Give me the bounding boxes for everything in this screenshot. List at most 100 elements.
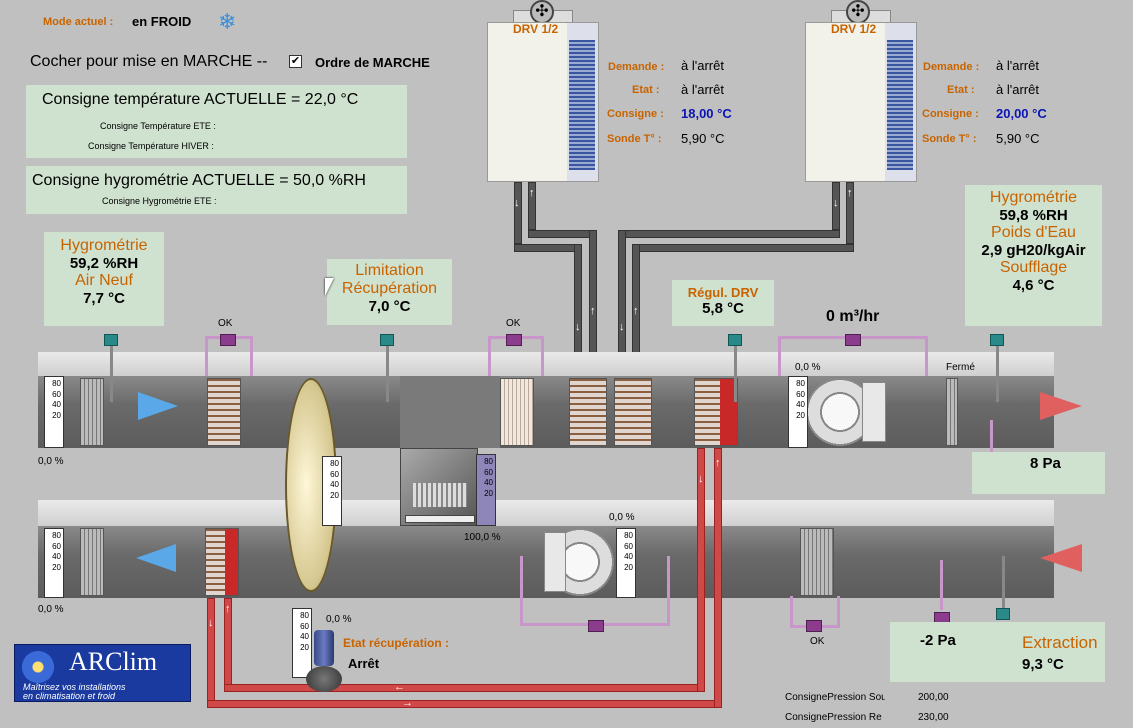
refrigerant-pipe xyxy=(528,182,536,230)
drv-1-etat-label: Etat : xyxy=(632,84,660,96)
supply-pressure-setpoint-value[interactable]: 200,00 xyxy=(918,692,949,703)
extract-pressure-setpoint-label: ConsignePression Re xyxy=(785,712,882,723)
supply-duct xyxy=(38,376,1054,448)
drv-unit-1[interactable]: ✣ DRV 1/2 xyxy=(487,0,599,182)
extract-pressure-setpoint-value[interactable]: 230,00 xyxy=(918,712,949,723)
pump-percent: 0,0 % xyxy=(326,614,352,625)
refrigerant-pipe xyxy=(832,182,840,230)
exhaust-damper-percent: 0,0 % xyxy=(38,604,64,615)
recovery-limit-value: 7,0 °C xyxy=(368,298,411,315)
supply-hygro-label: Hygrométrie xyxy=(989,189,1078,206)
supply-temp-value: 4,6 °C xyxy=(1012,277,1055,294)
fresh-air-value: 7,7 °C xyxy=(83,290,125,307)
fresh-air-filter xyxy=(80,378,104,446)
drv-1-consigne-label: Consigne : xyxy=(607,108,664,120)
recovery-water-pipe xyxy=(224,684,704,692)
filter-pressure-switch-3[interactable] xyxy=(806,620,822,632)
supply-duct-section xyxy=(400,376,500,448)
refrigerant-pipe xyxy=(618,230,840,238)
drv-1-etat-value: à l'arrêt xyxy=(681,82,724,97)
flow-arrow-up: ↑ xyxy=(715,457,721,469)
refrigerant-pipe xyxy=(514,244,580,252)
supply-sensor[interactable] xyxy=(990,334,1004,346)
filter-pressure-switch-2[interactable] xyxy=(506,334,522,346)
supply-pressure-panel: 8 Pa xyxy=(972,452,1105,494)
extract-fan-pressure-switch[interactable] xyxy=(588,620,604,632)
snowflake-icon: ❄ xyxy=(218,9,237,34)
extract-temp-value: 9,3 °C xyxy=(1022,656,1064,673)
extract-panel: -2 Pa Extraction 9,3 °C xyxy=(890,622,1105,682)
recovery-limit-label-1: Limitation xyxy=(355,262,424,279)
extract-pressure-value: -2 Pa xyxy=(920,632,956,649)
drv-coil-1 xyxy=(569,378,607,446)
drv-2-demande-label: Demande : xyxy=(923,61,980,73)
drv-coil-2 xyxy=(614,378,652,446)
heating-coil xyxy=(694,378,738,446)
extract-flow-arrow xyxy=(1040,544,1082,572)
flow-arrow-right: → xyxy=(402,697,413,709)
flow-arrow-down: ↓ xyxy=(698,473,704,485)
recovery-limit-sensor[interactable] xyxy=(380,334,394,346)
filter-status-3: OK xyxy=(810,636,825,647)
supply-panel: Hygrométrie 59,8 %RH Poids d'Eau 2,9 gH2… xyxy=(965,185,1102,326)
recovery-coil xyxy=(205,528,239,596)
drv-1-consigne-value[interactable]: 18,00 °C xyxy=(681,106,732,121)
fresh-air-hygro-label: Hygrométrie xyxy=(60,237,148,254)
recovery-state-value: Arrêt xyxy=(348,656,380,671)
drv-regulation-sensor[interactable] xyxy=(728,334,742,346)
drv-2-sonde-value: 5,90 °C xyxy=(996,131,1040,146)
bypass-percent: 100,0 % xyxy=(464,532,501,543)
sun-logo-icon xyxy=(21,651,55,683)
recovery-pump[interactable] xyxy=(306,630,342,696)
temperature-setpoint-title[interactable]: Consigne température ACTUELLE = 22,0 °C xyxy=(42,91,359,108)
filter-status-2: OK xyxy=(506,318,521,329)
bypass-damper[interactable] xyxy=(400,448,478,526)
supply-damper-status: Fermé xyxy=(946,362,975,373)
recovery-state-label: Etat récupération : xyxy=(343,636,450,650)
filter-status-1: OK xyxy=(218,318,233,329)
drv-1-sonde-label: Sonde T° : xyxy=(607,133,662,145)
supply-temp-label: Soufflage xyxy=(999,259,1068,276)
drv-2-name: DRV 1/2 xyxy=(831,22,877,36)
water-weight-label: Poids d'Eau xyxy=(991,224,1076,241)
start-checkbox[interactable]: ✔ xyxy=(289,55,302,68)
arclim-logo: ARClim Maîtrisez vos installations en cl… xyxy=(14,644,191,702)
supply-outlet-damper[interactable] xyxy=(946,378,958,446)
supply-flow-arrow xyxy=(1040,392,1082,420)
flow-sensor[interactable] xyxy=(845,334,861,346)
flow-arrow-up: ↑ xyxy=(590,305,596,317)
drv-2-consigne-value[interactable]: 20,00 °C xyxy=(996,106,1047,121)
drv-unit-2[interactable]: ✣ DRV 1/2 xyxy=(805,0,917,182)
drv-2-etat-label: Etat : xyxy=(947,84,975,96)
drv-1-name: DRV 1/2 xyxy=(513,22,559,36)
cursor-icon xyxy=(325,278,334,296)
extract-label: Extraction xyxy=(1022,633,1098,652)
extract-sensor[interactable] xyxy=(996,608,1010,620)
refrigerant-pipe xyxy=(514,182,522,244)
flow-arrow-up: ↑ xyxy=(529,187,535,199)
extract-fan[interactable] xyxy=(544,526,624,598)
flow-value: 0 m³/hr xyxy=(826,308,880,325)
exhaust-duct-top xyxy=(38,500,1054,526)
supply-pressure-setpoint-label: ConsignePression Sou xyxy=(785,692,885,703)
drv-2-demande-value: à l'arrêt xyxy=(996,58,1039,73)
temperature-winter-label: Consigne Température HIVER : xyxy=(88,141,214,151)
hygrometry-setpoint-panel: Consigne hygrométrie ACTUELLE = 50,0 %RH… xyxy=(26,166,407,214)
temperature-summer-label: Consigne Température ETE : xyxy=(100,121,216,131)
water-weight-value: 2,9 gH20/kgAir xyxy=(981,242,1086,259)
recovery-water-pipe xyxy=(697,448,705,692)
exhaust-filter xyxy=(80,528,104,596)
filter-pressure-switch-1[interactable] xyxy=(220,334,236,346)
extract-fan-percent: 0,0 % xyxy=(609,512,635,523)
pressure-tube xyxy=(940,560,943,610)
hygrometry-setpoint-title[interactable]: Consigne hygrométrie ACTUELLE = 50,0 %RH xyxy=(32,172,366,189)
supply-fan[interactable] xyxy=(808,376,888,448)
hygrometry-summer-label: Consigne Hygrométrie ETE : xyxy=(102,196,217,206)
fresh-air-flow-arrow xyxy=(138,392,178,420)
mode-label: Mode actuel : xyxy=(43,16,114,28)
order-label: Ordre de MARCHE xyxy=(315,55,430,70)
fresh-air-sensor[interactable] xyxy=(104,334,118,346)
